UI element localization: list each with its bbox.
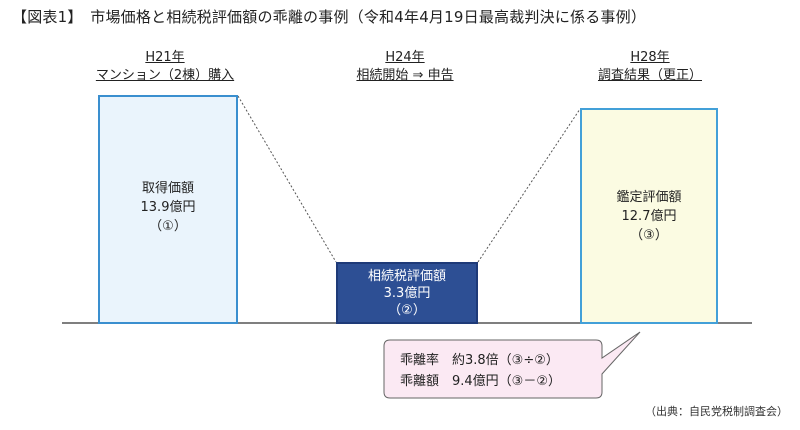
period-year: H21年	[145, 50, 185, 65]
period-event: 相続開始 ⇒ 申告	[356, 68, 454, 83]
source-note: （出典：自民党税制調査会）	[645, 405, 788, 418]
box-ref: （②）	[388, 302, 426, 318]
callout-bubble	[383, 331, 641, 399]
period-event: マンション（2棟）購入	[95, 68, 235, 83]
box-label: 取得価額	[141, 181, 194, 196]
box-label: 相続税評価額	[367, 268, 446, 284]
divergence-callout: 乖離率 約3.8倍（③÷②） 乖離額 9.4億円（③－②）	[400, 350, 561, 392]
period-h24: H24年 相続開始 ⇒ 申告	[320, 49, 490, 85]
period-event: 調査結果（更正）	[597, 68, 702, 83]
box-value: 3.3億円	[383, 285, 431, 301]
appraisal-value-box: 鑑定評価額 12.7億円 （③）	[580, 108, 718, 324]
figure-title: 【図表1】 市場価格と相続税評価額の乖離の事例（令和4年4月19日最高裁判決に係…	[12, 8, 647, 26]
inheritance-valuation-box: 相続税評価額 3.3億円 （②）	[336, 262, 478, 324]
period-year: H24年	[385, 50, 425, 65]
box-value: 12.7億円	[621, 209, 677, 224]
divergence-rate: 乖離率 約3.8倍（③÷②）	[400, 353, 559, 368]
box-label: 鑑定評価額	[616, 190, 682, 205]
acquisition-price-box: 取得価額 13.9億円 （①）	[98, 95, 238, 324]
dashed-connector-left	[237, 95, 337, 263]
period-h28: H28年 調査結果（更正）	[565, 49, 735, 85]
box-value: 13.9億円	[140, 200, 196, 215]
box-ref: （①）	[149, 219, 187, 234]
box-ref: （③）	[630, 228, 668, 243]
dashed-connector-right	[477, 108, 581, 263]
period-year: H28年	[630, 50, 670, 65]
period-h21: H21年 マンション（2棟）購入	[80, 49, 250, 85]
divergence-amount: 乖離額 9.4億円（③－②）	[400, 374, 561, 389]
